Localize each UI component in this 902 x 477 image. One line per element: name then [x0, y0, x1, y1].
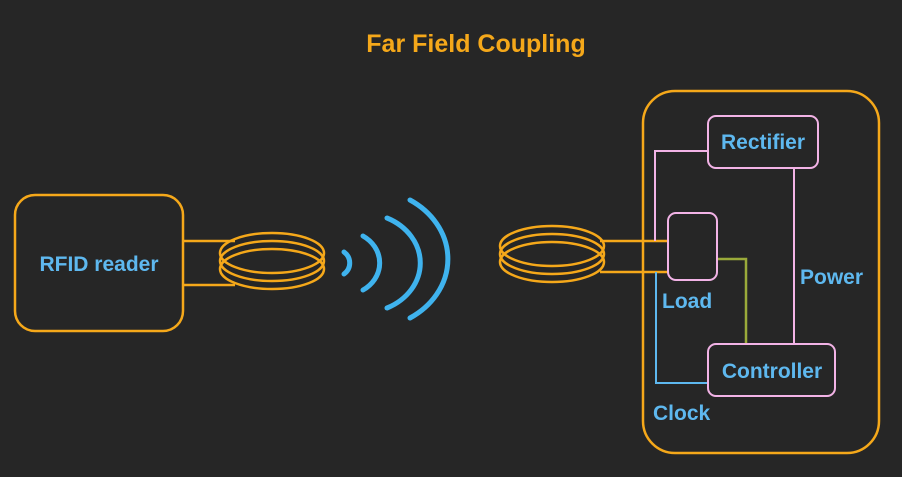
rfid-tag-box	[641, 89, 881, 455]
clock-wire	[655, 272, 708, 384]
rectifier-label: Rectifier	[721, 131, 805, 154]
controller-module: Controller	[707, 343, 836, 397]
control-wire	[717, 257, 748, 344]
controller-label: Controller	[722, 360, 822, 383]
rfid-reader: RFID reader	[13, 193, 185, 333]
tag-wiring	[654, 150, 795, 384]
rectifier-box	[707, 115, 819, 169]
wave-arc-large	[384, 215, 423, 311]
wave-arc-medium	[360, 233, 383, 293]
diagram-title: Far Field Coupling	[366, 30, 585, 58]
clock-label: Clock	[653, 402, 711, 425]
reader-coil-icon	[218, 231, 326, 291]
rectifier-module: Rectifier	[707, 115, 819, 169]
controller-box	[707, 343, 836, 397]
rectifier-load-wire	[654, 150, 708, 241]
load-box	[667, 212, 718, 281]
radio-wave-icon	[341, 197, 451, 321]
reader-antenna-leads	[183, 239, 235, 287]
rfid-reader-label: RFID reader	[39, 253, 158, 276]
wave-arc-small	[341, 249, 353, 277]
wave-arc-xlarge	[407, 197, 451, 321]
load-module: Load	[662, 212, 718, 313]
tag-antenna-leads	[600, 239, 668, 274]
rfid-reader-box	[13, 193, 185, 333]
load-label: Load	[662, 290, 712, 313]
tag-coil-icon	[498, 224, 606, 284]
power-label: Power	[800, 266, 863, 289]
